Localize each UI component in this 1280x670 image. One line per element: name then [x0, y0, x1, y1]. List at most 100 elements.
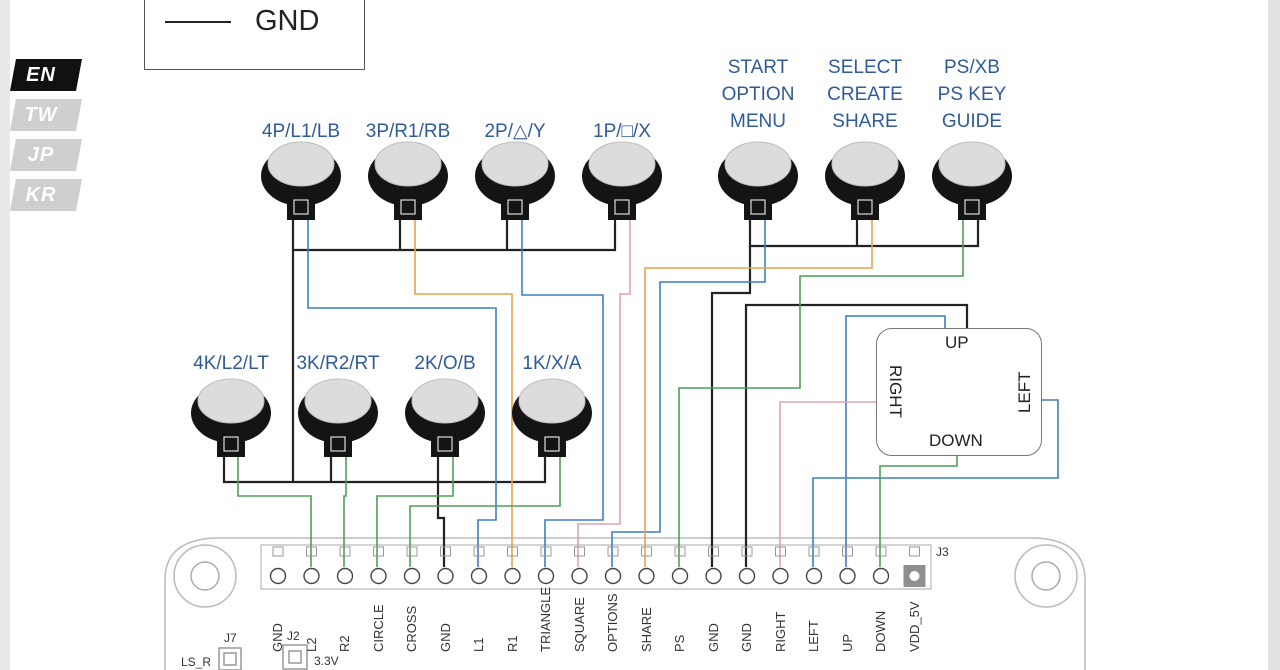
header-pin-pad [875, 546, 887, 557]
label-ls-r: LS_R [181, 655, 212, 669]
mount-hole-left [173, 544, 237, 608]
arcade-button-bottom-4[interactable] [512, 378, 592, 457]
pcb-outline [164, 537, 1086, 670]
header-pin [336, 567, 354, 585]
pin-label-l2: L2 [303, 637, 319, 652]
button-label-func-1-line-1: START [727, 57, 789, 78]
wire-options [611, 213, 766, 567]
arcade-button-func-2[interactable] [825, 141, 905, 220]
arcade-button-bottom-1[interactable] [191, 378, 271, 457]
wire-l1 [307, 213, 497, 567]
wire-left [812, 399, 1059, 567]
header-pin-pad [373, 546, 384, 557]
arcade-button-top-1[interactable] [261, 141, 341, 220]
button-label-func-1-line-3: MENU [730, 111, 786, 132]
lang-tab-kr-shape [10, 179, 82, 211]
header-pin-pad [507, 546, 518, 557]
arcade-button-func-1[interactable] [718, 141, 798, 220]
pin-label-left: LEFT [806, 620, 821, 652]
pin-label-gnd: GND [705, 623, 721, 652]
wire-r1 [414, 213, 513, 567]
lang-tab-jp-shape [10, 139, 82, 171]
lang-tab-en[interactable]: EN [10, 59, 82, 91]
jumper-j7-pad [223, 652, 237, 666]
arcade-button-top-4[interactable] [582, 141, 662, 220]
gnd-wire-bottom-bus [222, 455, 547, 484]
header-pin-pad [708, 546, 719, 557]
pin-label-gnd: GND [739, 623, 754, 652]
header-pin [705, 567, 722, 585]
header-pin-pad [808, 546, 820, 557]
lang-tab-en-label: EN [26, 64, 56, 86]
button-label-func-1-line-2: OPTION [721, 84, 795, 105]
legend-gnd-line [165, 21, 231, 23]
gnd-wire-stick-to-header [744, 303, 969, 567]
header-pin-pad [842, 546, 853, 557]
label-3v3: 3.3V [314, 654, 339, 668]
header-pin [437, 567, 454, 585]
button-label-top-3: 2P/△/Y [484, 121, 546, 142]
button-layer [191, 141, 1012, 457]
header-pin-pad [775, 546, 786, 557]
gnd-wire-func-to-header [710, 246, 752, 567]
header-pin [504, 567, 521, 585]
orange-wires [414, 213, 873, 567]
joystick-up-label: UP [945, 333, 969, 352]
pin-label-gnd: GND [437, 623, 453, 652]
header-pin [269, 567, 287, 585]
button-label-func-2-line-1: SELECT [828, 57, 902, 78]
header-pin [370, 567, 387, 585]
wire-down [879, 456, 958, 567]
header-pin-pad [306, 546, 317, 557]
arcade-button-top-3[interactable] [475, 141, 555, 220]
pin-label-vdd_5v: VDD_5V [906, 601, 922, 652]
header-pin [403, 567, 421, 585]
mount-hole-right-inner [1031, 561, 1061, 591]
lang-tab-jp[interactable]: JP [10, 139, 82, 171]
lang-tab-tw-shape [10, 99, 82, 131]
button-label-func-2-line-3: SHARE [832, 111, 898, 132]
lang-tab-tw[interactable]: TW [10, 99, 82, 131]
button-label-bottom-2: 3K/R2/RT [296, 353, 380, 374]
arcade-button-top-2[interactable] [368, 141, 448, 220]
button-label-func-3-line-3: GUIDE [941, 111, 1003, 132]
wire-square [577, 213, 631, 567]
legend-box: GND [144, 0, 365, 70]
wire-triangle [521, 213, 604, 567]
jumper-j7 [218, 647, 242, 670]
lang-tab-jp-label: JP [27, 144, 55, 166]
lang-tab-kr[interactable]: KR [10, 179, 82, 211]
button-label-bottom-1: 4K/L2/LT [193, 353, 269, 374]
joystick-right-label: RIGHT [886, 365, 905, 418]
header-pin-pad [607, 546, 619, 557]
pin-label-cross: CROSS [404, 605, 419, 652]
pin-label-triangle: TRIANGLE [538, 586, 553, 652]
jumper-j2 [282, 644, 308, 670]
header-pin-pad [473, 546, 485, 557]
header-pin [738, 567, 756, 585]
button-label-top-1: 4P/L1/LB [261, 121, 341, 142]
header-pin [470, 567, 488, 585]
page-background [10, 0, 1268, 670]
mount-hole-left-inner [190, 561, 220, 591]
header-pin-pad [406, 546, 418, 557]
label-j2: J2 [287, 629, 300, 643]
arcade-button-func-3[interactable] [932, 141, 1012, 220]
pin-label-right: RIGHT [772, 611, 788, 652]
wire-share [644, 213, 873, 567]
header-pin [671, 567, 689, 585]
arcade-button-bottom-3[interactable] [405, 378, 485, 457]
button-label-func-3-line-2: PS KEY [937, 84, 1007, 105]
scrollbar-track[interactable] [1268, 0, 1280, 670]
button-label-func-2-line-2: CREATE [827, 84, 903, 105]
pin-layer [269, 546, 926, 587]
legend-gnd-label: GND [255, 5, 320, 37]
header-pin-pad [339, 546, 351, 557]
arcade-button-bottom-2[interactable] [298, 378, 378, 457]
pin-label-square: SQUARE [571, 597, 587, 652]
pin-label-r1: R1 [504, 635, 520, 652]
header-pin [839, 567, 856, 585]
pin-label-r2: R2 [337, 635, 352, 652]
pink-wires [577, 213, 876, 567]
